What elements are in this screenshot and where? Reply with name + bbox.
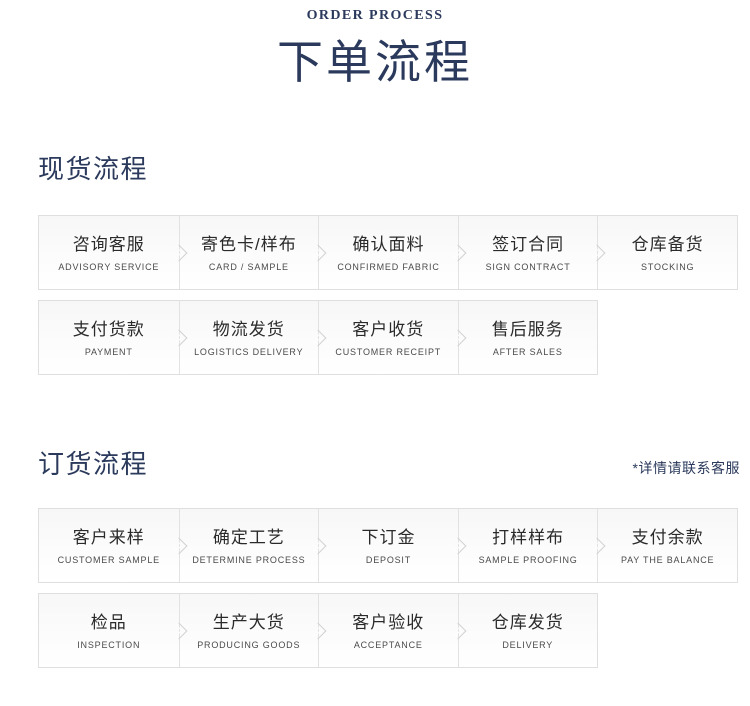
- flow-step[interactable]: 仓库备货 STOCKING: [597, 216, 737, 289]
- flow-step-cn: 签订合同: [492, 234, 565, 254]
- flow-step[interactable]: 检品 INSPECTION: [39, 594, 179, 667]
- flow-step-en: ACCEPTANCE: [353, 639, 423, 650]
- flow-step-en: AFTER SALES: [492, 346, 563, 357]
- flow-step-en: SIGN CONTRACT: [485, 261, 571, 272]
- flow-step[interactable]: 打样样布 SAMPLE PROOFING: [457, 509, 598, 582]
- flow-step-en: DETERMINE PROCESS: [192, 554, 306, 565]
- flow-step[interactable]: 咨询客服 ADVISORY SERVICE: [39, 216, 179, 289]
- flow-step-en: SAMPLE PROOFING: [478, 554, 578, 565]
- flow-step[interactable]: 确认面料 CONFIRMED FABRIC: [318, 216, 458, 289]
- contact-note: *详情请联系客服: [632, 460, 740, 476]
- flow-step-en: STOCKING: [641, 261, 695, 272]
- flow-step-en: CARD / SAMPLE: [208, 261, 289, 272]
- flow-step[interactable]: 售后服务 AFTER SALES: [457, 301, 598, 374]
- flow-step[interactable]: 客户验收 ACCEPTANCE: [318, 594, 458, 667]
- flow-step-cn: 确认面料: [352, 234, 425, 254]
- flow-step[interactable]: 寄色卡/样布 CARD / SAMPLE: [178, 216, 319, 289]
- flow-step[interactable]: 支付余款 PAY THE BALANCE: [597, 509, 737, 582]
- flow-row: 检品 INSPECTION 生产大货 PRODUCING GOODS 客户验收 …: [38, 593, 598, 668]
- flow-step[interactable]: 生产大货 PRODUCING GOODS: [178, 594, 319, 667]
- flow-step-en: LOGISTICS DELIVERY: [194, 346, 304, 357]
- flow-step-en: INSPECTION: [77, 639, 141, 650]
- flow-step-cn: 咨询客服: [72, 234, 145, 254]
- flow-step-cn: 售后服务: [491, 319, 564, 339]
- flow-row: 客户来样 CUSTOMER SAMPLE 确定工艺 DETERMINE PROC…: [38, 508, 738, 583]
- flow-step-cn: 检品: [90, 612, 127, 632]
- flow-step-cn: 打样样布: [492, 527, 565, 547]
- flow-step-cn: 客户验收: [352, 612, 425, 632]
- flow-step[interactable]: 确定工艺 DETERMINE PROCESS: [178, 509, 319, 582]
- eyebrow-label: ORDER PROCESS: [306, 8, 444, 23]
- section-heading-order: 订货流程: [38, 449, 149, 479]
- flow-step-en: DEPOSIT: [365, 554, 412, 565]
- flow-step-en: PAY THE BALANCE: [620, 554, 715, 565]
- flow-step-cn: 支付余款: [631, 527, 704, 547]
- flow-step[interactable]: 签订合同 SIGN CONTRACT: [457, 216, 598, 289]
- page-title: 下单流程: [277, 36, 473, 88]
- flow-step-cn: 客户来样: [72, 527, 145, 547]
- flow-row: 支付货款 PAYMENT 物流发货 LOGISTICS DELIVERY 客户收…: [38, 300, 598, 375]
- flow-row: 咨询客服 ADVISORY SERVICE 寄色卡/样布 CARD / SAMP…: [38, 215, 738, 290]
- flow-step[interactable]: 支付货款 PAYMENT: [39, 301, 179, 374]
- flow-step-cn: 下订金: [361, 527, 416, 547]
- flow-step-en: CONFIRMED FABRIC: [337, 261, 440, 272]
- flow-step-en: PRODUCING GOODS: [197, 639, 301, 650]
- flow-step-en: DELIVERY: [502, 639, 554, 650]
- flow-step-en: ADVISORY SERVICE: [58, 261, 160, 272]
- flow-step-cn: 支付货款: [72, 319, 145, 339]
- flow-step[interactable]: 下订金 DEPOSIT: [318, 509, 458, 582]
- flow-step-cn: 寄色卡/样布: [201, 234, 297, 254]
- flow-step-en: PAYMENT: [84, 346, 133, 357]
- flow-step-cn: 仓库备货: [631, 234, 704, 254]
- flow-step[interactable]: 客户收货 CUSTOMER RECEIPT: [318, 301, 458, 374]
- flow-step[interactable]: 物流发货 LOGISTICS DELIVERY: [178, 301, 319, 374]
- flow-step-en: CUSTOMER SAMPLE: [57, 554, 160, 565]
- flow-step-cn: 仓库发货: [491, 612, 564, 632]
- flow-step[interactable]: 客户来样 CUSTOMER SAMPLE: [39, 509, 179, 582]
- flow-step-cn: 生产大货: [212, 612, 285, 632]
- section-heading-spot-goods: 现货流程: [38, 154, 149, 184]
- flow-step-cn: 物流发货: [212, 319, 285, 339]
- flow-step-en: CUSTOMER RECEIPT: [335, 346, 442, 357]
- flow-step-cn: 客户收货: [352, 319, 425, 339]
- flow-step-cn: 确定工艺: [212, 527, 285, 547]
- flow-step[interactable]: 仓库发货 DELIVERY: [457, 594, 598, 667]
